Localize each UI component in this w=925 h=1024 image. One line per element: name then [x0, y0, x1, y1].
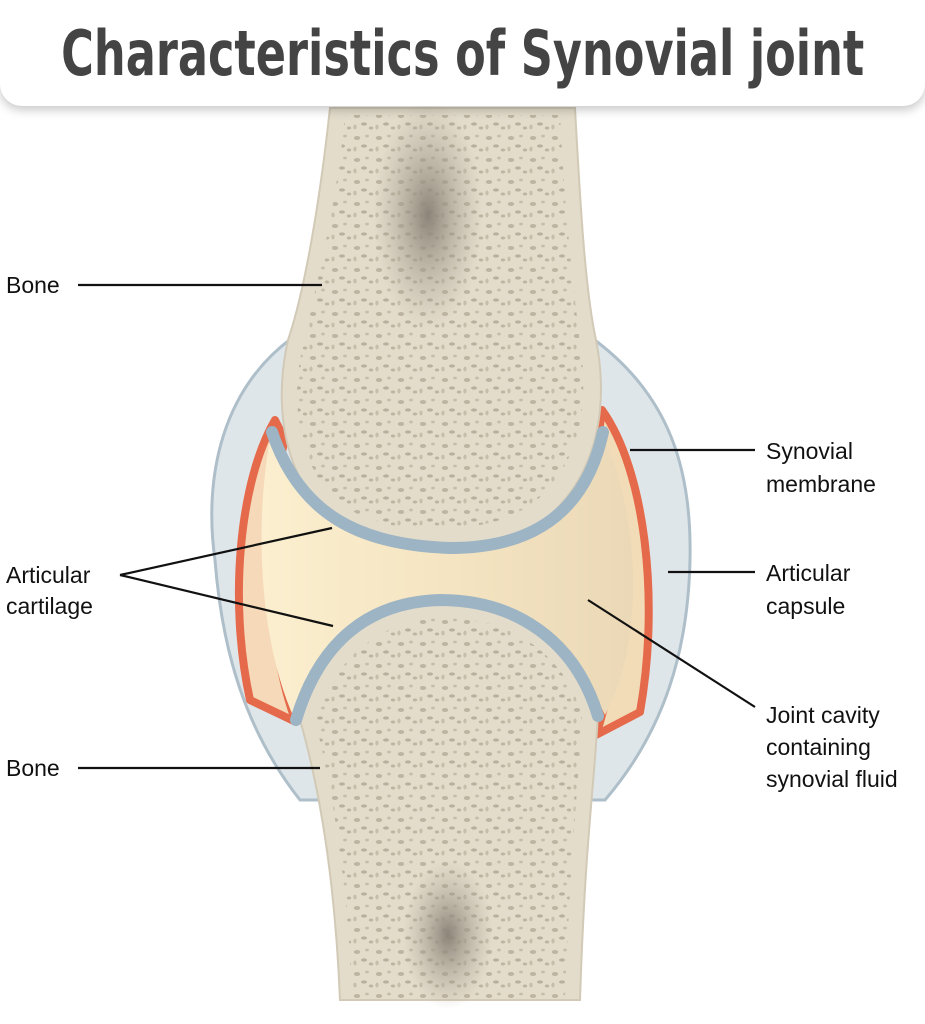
- leader-cartilage-bottom: [119, 573, 334, 628]
- label-joint-cavity-line3: synovial fluid: [766, 766, 898, 792]
- articular-cartilage-bottom: [290, 593, 604, 726]
- label-articular-cartilage-line1: Articular: [6, 562, 91, 588]
- leader-joint-cavity: [587, 599, 756, 708]
- title-bar: Characteristics of Synovial joint: [0, 0, 925, 106]
- label-synovial-membrane-line1: Synovial: [766, 438, 853, 464]
- label-articular-capsule-line1: Articular: [766, 560, 851, 586]
- label-articular-capsule-line2: capsule: [766, 593, 845, 619]
- label-articular-capsule: Articular capsule: [766, 560, 857, 619]
- page-title: Characteristics of Synovial joint: [60, 16, 865, 90]
- leader-cartilage-top: [119, 526, 333, 577]
- label-synovial-membrane: Synovial membrane: [766, 438, 876, 497]
- label-joint-cavity-line2: containing: [766, 734, 871, 760]
- label-synovial-membrane-line2: membrane: [766, 471, 876, 497]
- bone-top-marrow: [373, 100, 483, 330]
- bone-bottom-marrow: [403, 860, 493, 1010]
- label-bone-bottom: Bone: [6, 755, 60, 781]
- bone-bottom-spongy: [315, 618, 582, 1000]
- label-articular-cartilage-line2: cartilage: [6, 593, 93, 619]
- label-articular-cartilage: Articular cartilage: [6, 562, 97, 619]
- leader-lines: [78, 283, 756, 770]
- articular-cartilage-top: [266, 426, 609, 555]
- label-joint-cavity-line1: Joint cavity: [766, 702, 880, 728]
- joint-cavity: [261, 440, 634, 720]
- label-bone-top: Bone: [6, 272, 60, 298]
- label-joint-cavity: Joint cavity containing synovial fluid: [766, 702, 898, 792]
